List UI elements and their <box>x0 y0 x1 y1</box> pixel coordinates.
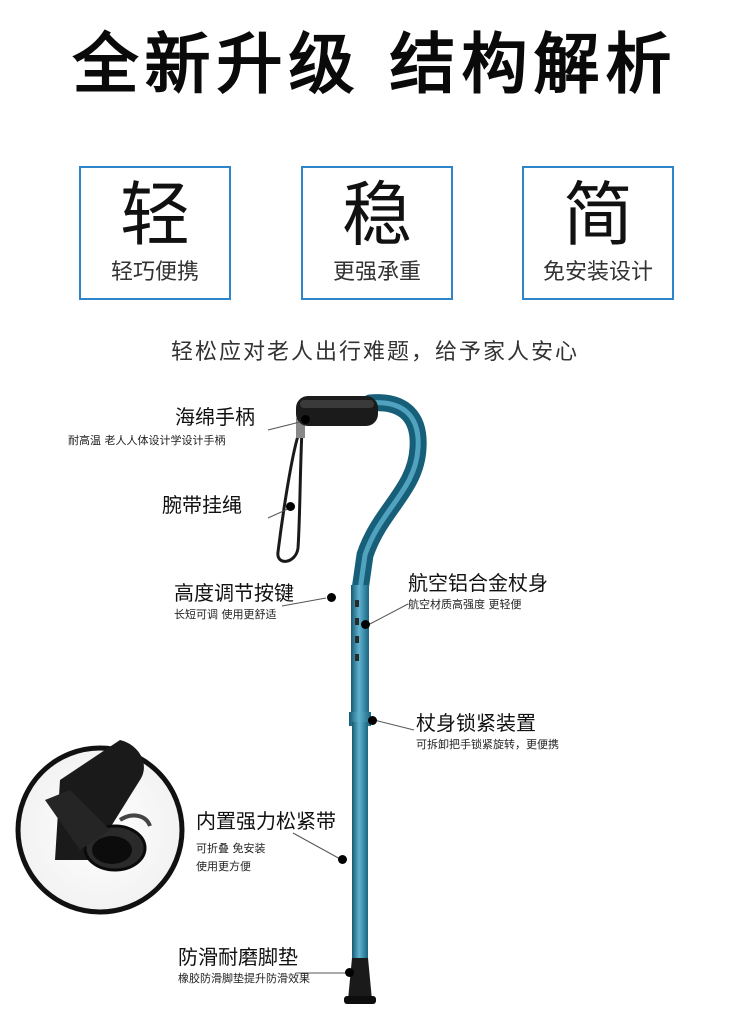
feature-light-char: 轻 <box>120 174 190 256</box>
callout-band-title: 内置强力松紧带 <box>196 809 336 833</box>
wrist-strap <box>276 412 305 563</box>
callout-lock-title: 杖身锁紧装置 <box>416 711 536 735</box>
cane-shaft <box>349 394 427 962</box>
callout-strap-title: 腕带挂绳 <box>162 493 242 517</box>
callout-height-button: 高度调节按键 长短可调 使用更舒适 <box>174 580 294 624</box>
callout-body-title: 航空铝合金杖身 <box>408 571 548 595</box>
lock-dot <box>368 716 377 725</box>
callout-band-desc2: 使用更方便 <box>196 860 251 873</box>
elastic-band-detail <box>15 740 185 915</box>
feature-light: 轻 轻巧便携 <box>79 166 231 300</box>
callout-lock-desc: 可拆卸把手锁紧旋转，更便携 <box>416 738 559 751</box>
band-dot <box>338 855 347 864</box>
callout-strap: 腕带挂绳 <box>162 492 242 518</box>
feature-simple-char: 简 <box>563 174 633 256</box>
tagline: 轻松应对老人出行难题，给予家人安心 <box>170 340 579 365</box>
feature-stable: 稳 更强承重 <box>301 166 453 300</box>
callout-foot-desc: 橡胶防滑脚垫提升防滑效果 <box>178 972 310 985</box>
callout-body-desc: 航空材质高强度 更轻便 <box>408 598 522 611</box>
callout-band-desc1: 可折叠 免安装 <box>196 842 266 855</box>
feature-simple: 简 免安装设计 <box>522 166 674 300</box>
callout-height-desc: 长短可调 使用更舒适 <box>174 608 277 621</box>
callout-lock: 杖身锁紧装置 可拆卸把手锁紧旋转，更便携 <box>416 710 559 754</box>
headline: 全新升级 结构解析 <box>72 26 678 103</box>
feature-stable-char: 稳 <box>342 174 412 256</box>
feature-stable-text: 更强承重 <box>332 260 421 285</box>
callout-foot: 防滑耐磨脚垫 橡胶防滑脚垫提升防滑效果 <box>178 944 310 988</box>
callout-handle-desc-wrap: 耐高温 老人人体设计学设计手柄 <box>68 432 226 450</box>
foot-dot <box>345 968 354 977</box>
callout-handle: 海绵手柄 <box>175 404 255 430</box>
feature-light-text: 轻巧便携 <box>110 260 199 285</box>
handle-dot <box>301 415 310 424</box>
height-button-dot <box>327 593 336 602</box>
callout-body: 航空铝合金杖身 航空材质高强度 更轻便 <box>408 570 548 614</box>
foam-handle <box>296 396 378 426</box>
callout-handle-desc: 耐高温 老人人体设计学设计手柄 <box>68 434 226 447</box>
rubber-foot <box>344 958 376 1004</box>
feature-simple-text: 免安装设计 <box>542 260 653 285</box>
callout-foot-title: 防滑耐磨脚垫 <box>178 945 298 969</box>
callout-height-title: 高度调节按键 <box>174 581 294 605</box>
callout-band: 内置强力松紧带 可折叠 免安装 使用更方便 <box>196 808 336 876</box>
callout-handle-title: 海绵手柄 <box>175 405 255 429</box>
strap-dot <box>286 502 295 511</box>
body-dot <box>361 620 370 629</box>
